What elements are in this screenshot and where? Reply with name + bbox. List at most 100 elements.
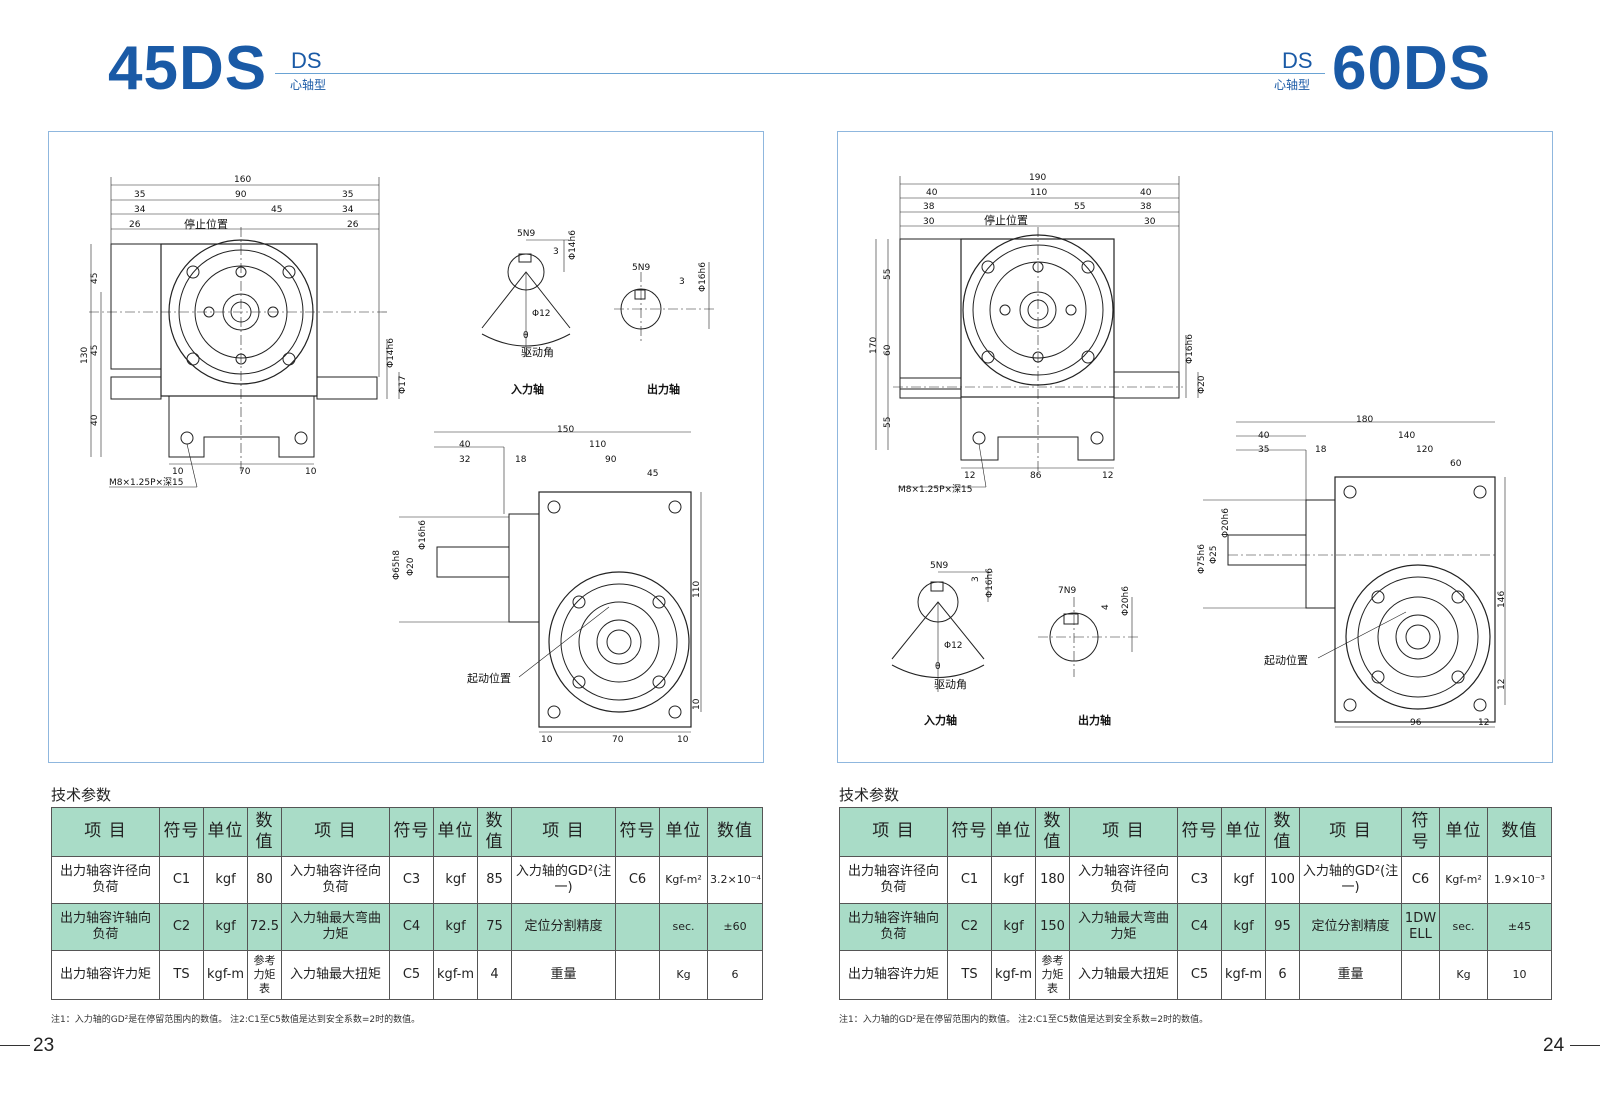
bolt-spec: M8×1.25P×深15 [109,477,184,488]
dim-text: Φ16h6 [418,520,428,550]
dim-text: 90 [235,190,247,200]
dim-text: 3 [971,576,981,582]
input-shaft-label: 入力轴 [924,713,957,727]
table-cell: 6 [707,950,763,1000]
dim-text: θ [935,662,941,672]
table-header: 符号 [947,807,992,857]
table-header: 项 目 [1299,807,1402,857]
table-cell: 100 [1265,856,1300,904]
table-cell: 入力轴的GD²(注一) [1299,856,1402,904]
table-header-row: 项 目 符号 单位 数值 项 目 符号 单位 数值 项 目 符号 单位 数值 [839,807,1552,857]
table-cell: 95 [1265,903,1300,951]
dim-text: θ [523,331,529,341]
dim-text: 3 [679,277,685,287]
table-cell: TS [947,950,992,1000]
table-cell: Kgf-m² [659,856,708,904]
dim-text: 110 [589,440,606,450]
dim-text: 3 [553,247,559,257]
dim-text: 55 [1074,202,1085,212]
dim-text: 12 [964,471,975,481]
dim-text: 10 [692,698,702,710]
dim-text: 45 [271,205,282,215]
dim-text: 7N9 [1058,586,1076,596]
table-header: 符号 [615,807,660,857]
dim-text: Φ20 [406,557,416,576]
table-cell: 出力轴容许轴向负荷 [839,903,948,951]
dim-text: 26 [129,220,141,230]
dim-text: 4 [1101,604,1111,610]
table-cell: C2 [947,903,992,951]
table-cell: C3 [389,856,434,904]
table-header: 符号 [389,807,434,857]
dim-text: 150 [557,425,574,435]
table-header: 数值 [707,807,763,857]
table-cell: kgf-m [203,950,248,1000]
dim-text: Φ16h6 [698,262,708,292]
table-cell: C5 [389,950,434,1000]
dim-text: 190 [1029,173,1046,183]
input-shaft-detail [891,571,993,692]
dim-text: 140 [1398,431,1415,441]
dim-text: 10 [305,467,317,477]
table-cell: ±45 [1487,903,1552,951]
side-view [1203,421,1506,728]
dim-text: 70 [239,467,251,477]
dim-text: Φ65h8 [392,550,402,580]
top-view [875,176,1199,488]
table-cell: C4 [1177,903,1222,951]
table-header: 数值 [1035,807,1070,857]
table-cell: 定位分割精度 [511,903,616,951]
technical-drawing: 190 40 110 40 38 55 38 30 30 停止位置 55 170… [869,173,1507,728]
model-code: DS [1282,48,1313,73]
table-cell: 入力轴容许径向负荷 [1069,856,1178,904]
dim-text: 5N9 [632,263,650,273]
stop-position-label: 停止位置 [984,213,1028,227]
dim-text: 10 [541,735,553,745]
table-row: 出力轴容许径向负荷 C1 kgf 180 入力轴容许径向负荷 C3 kgf 10… [839,856,1552,904]
table-row: 出力轴容许力矩 TS kgf-m 参考力矩表 入力轴最大扭矩 C5 kgf-m … [51,950,763,1000]
table-cell: 4 [477,950,512,1000]
output-shaft-label: 出力轴 [1078,713,1111,727]
dim-text: Φ12 [532,309,551,319]
table-header: 项 目 [51,807,160,857]
table-cell: 1.9×10⁻³ [1487,856,1552,904]
dim-text: Φ25 [1209,545,1219,564]
footnote: 注1：入力轴的GD²是在停留范围内的数值。 注2:C1至C5数值是达到安全系数=… [839,1015,1209,1025]
dim-text: 55 [883,269,893,280]
technical-drawing: 160 35 90 35 34 45 34 26 26 停止位置 45 130 … [80,175,714,745]
table-cell: C1 [159,856,204,904]
dim-text: 40 [1258,431,1270,441]
page-rule [0,1045,30,1046]
start-position-label: 起动位置 [467,671,511,685]
table-cell: 出力轴容许轴向负荷 [51,903,160,951]
table-cell: C2 [159,903,204,951]
table-header: 符号 [1401,807,1440,857]
table-cell: 重量 [1299,950,1402,1000]
dim-text: 5N9 [517,229,535,239]
table-cell: 75 [477,903,512,951]
output-shaft-label: 出力轴 [647,382,680,396]
title-rule [800,73,1325,74]
dim-text: Φ16h6 [985,568,995,598]
table-cell: ±60 [707,903,763,951]
table-cell [615,950,660,1000]
dim-text: Φ14h6 [386,338,396,368]
table-cell: C6 [615,856,660,904]
right-page: DS 心轴型 60DS [800,0,1600,1093]
spec-table: 项 目 符号 单位 数值 项 目 符号 单位 数值 项 目 符号 单位 数值 出… [839,807,1552,1000]
page-number: 23 [33,1035,55,1056]
table-cell: C6 [1401,856,1440,904]
dim-text: 5N9 [930,561,948,571]
dim-text: 96 [1410,718,1422,728]
table-row: 出力轴容许径向负荷 C1 kgf 80 入力轴容许径向负荷 C3 kgf 85 … [51,856,763,904]
table-cell: kgf [433,856,478,904]
dim-text: 38 [1140,202,1152,212]
dim-text: Φ16h6 [1185,334,1195,364]
table-header: 项 目 [281,807,390,857]
section-label: 技术参数 [51,786,112,804]
table-cell: 10 [1487,950,1552,1000]
table-cell: 出力轴容许力矩 [839,950,948,1000]
dim-text: 110 [692,581,702,598]
dim-text: 45 [90,273,100,284]
model-subtitle: 心轴型 [290,78,327,92]
